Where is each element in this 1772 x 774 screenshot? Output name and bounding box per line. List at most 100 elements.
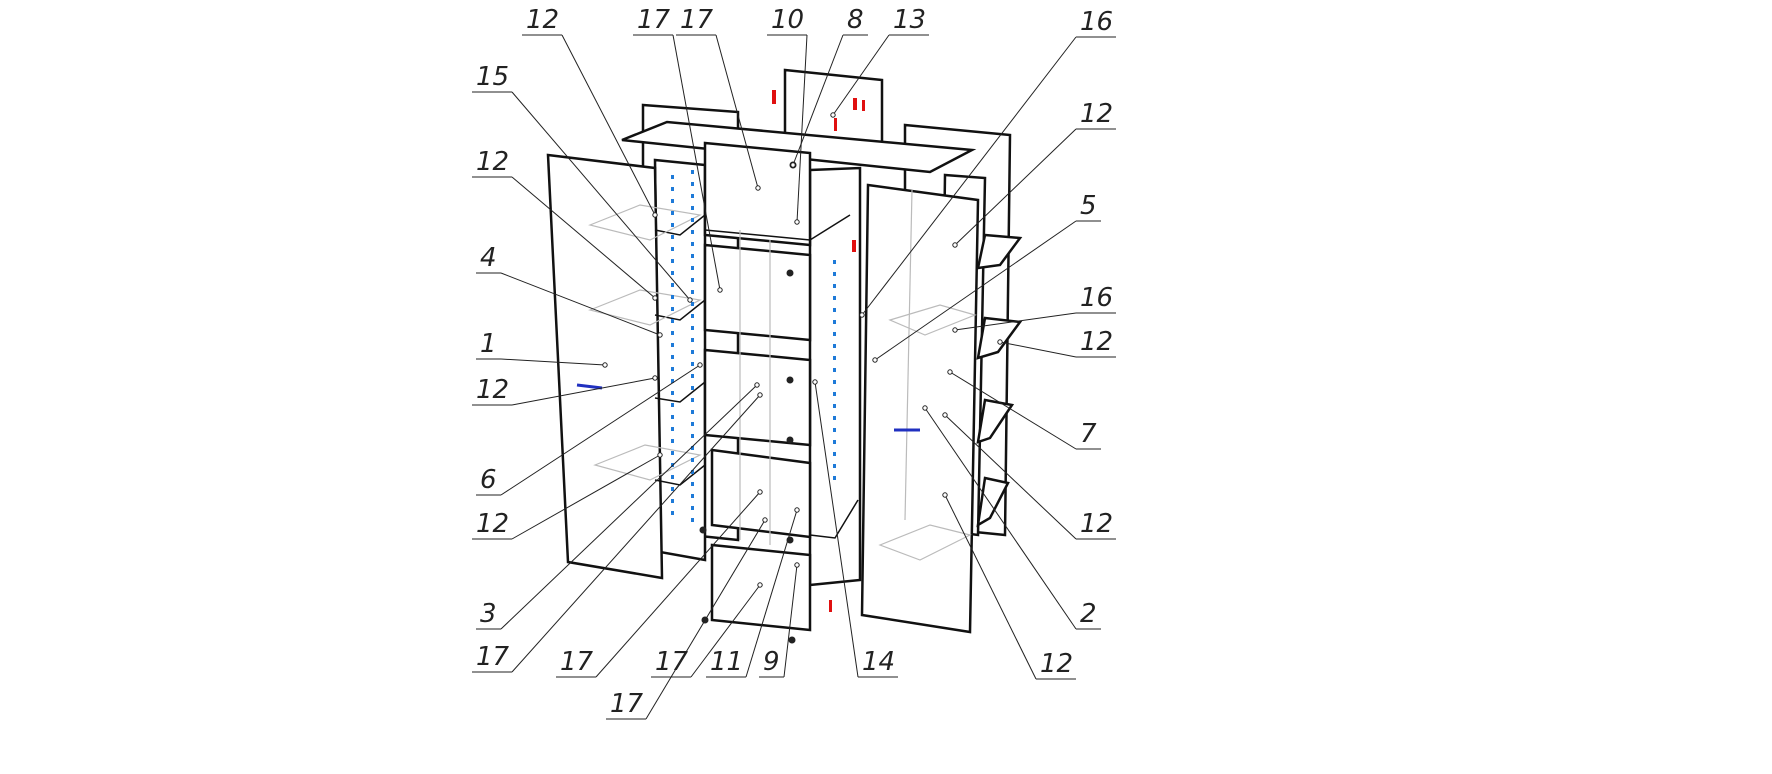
leader-line <box>672 34 721 291</box>
leader-line <box>595 491 761 678</box>
callout-17: 17 <box>556 489 763 678</box>
callout-number: 17 <box>680 5 714 35</box>
leader-line <box>796 34 808 223</box>
callout-number: 12 <box>1080 99 1113 129</box>
callout-10: 10 <box>767 5 808 225</box>
callout-number: 1 <box>480 329 497 359</box>
callout-12: 12 <box>997 327 1116 358</box>
leader-endpoint <box>602 362 608 368</box>
left-side-panel <box>653 158 707 562</box>
callout-17: 17 <box>676 5 761 191</box>
leader-line <box>954 312 1077 331</box>
callout-number: 9 <box>763 647 780 677</box>
leader-endpoint <box>697 362 703 368</box>
leader-line <box>500 358 606 366</box>
callout-number: 4 <box>480 243 497 273</box>
leader-line <box>861 36 1077 316</box>
leader-line <box>511 91 691 301</box>
callout-number: 17 <box>655 647 689 677</box>
callout-7: 7 <box>947 369 1101 450</box>
leader-line <box>783 564 798 678</box>
callout-number: 17 <box>637 5 671 35</box>
callout-number: 17 <box>610 689 644 719</box>
callout-8: 8 <box>790 5 868 168</box>
fastener-markers <box>772 90 865 612</box>
hidden-lines <box>588 189 977 561</box>
leader-endpoint <box>652 375 658 381</box>
leader-endpoint <box>687 297 693 303</box>
callout-number: 16 <box>1080 7 1113 37</box>
callout-15: 15 <box>472 62 693 303</box>
leader-line <box>944 494 1037 680</box>
shelf-right-1 <box>976 233 1023 270</box>
callout-number: 12 <box>476 509 509 539</box>
leader-line <box>792 34 844 166</box>
middle-top-door <box>703 141 812 247</box>
leader-line <box>511 454 661 540</box>
leader-line <box>500 272 661 336</box>
callout-3: 3 <box>476 382 760 630</box>
callout-number: 11 <box>710 647 743 677</box>
callout-12: 12 <box>472 375 658 406</box>
callout-12: 12 <box>942 492 1076 680</box>
leader-line <box>690 584 761 678</box>
callout-4: 4 <box>476 243 663 338</box>
shelf-right-2 <box>976 316 1023 360</box>
leader-endpoint <box>952 327 958 333</box>
callout-5: 5 <box>872 191 1101 363</box>
leader-line <box>561 34 656 216</box>
wardrobe-exploded-view <box>546 68 1023 644</box>
callout-16: 16 <box>859 7 1116 318</box>
leader-line <box>944 414 1077 540</box>
leader-endpoint <box>657 452 663 458</box>
leader-endpoint <box>947 369 953 375</box>
callout-number: 13 <box>893 5 926 35</box>
leader-endpoint <box>652 212 658 218</box>
handle-markers <box>576 383 920 432</box>
leader-line <box>500 384 758 630</box>
callout-number: 17 <box>476 642 510 672</box>
leader-endpoint <box>942 412 948 418</box>
leader-endpoint <box>755 185 761 191</box>
callout-1: 1 <box>476 329 608 368</box>
leader-line <box>874 220 1077 361</box>
callout-number: 12 <box>1040 649 1073 679</box>
leader-endpoint <box>757 489 763 495</box>
callout-number: 7 <box>1080 419 1097 449</box>
leader-endpoint <box>652 295 658 301</box>
callout-9: 9 <box>759 562 800 678</box>
callout-number: 3 <box>480 599 497 629</box>
callout-number: 8 <box>847 5 864 35</box>
leader-line <box>645 519 766 720</box>
leader-endpoint <box>830 112 836 118</box>
leader-line <box>924 407 1077 630</box>
center-partition <box>808 166 862 587</box>
callout-number: 14 <box>862 647 895 677</box>
leader-endpoint <box>757 392 763 398</box>
leader-endpoint <box>922 405 928 411</box>
callout-number: 12 <box>476 147 509 177</box>
top-panel <box>621 120 977 174</box>
callout-number: 17 <box>560 647 594 677</box>
leader-endpoint <box>859 312 865 318</box>
leader-endpoint <box>794 562 800 568</box>
leader-endpoint <box>997 339 1003 345</box>
leader-endpoint <box>717 287 723 293</box>
callout-13: 13 <box>830 5 929 118</box>
shelf-right-4 <box>976 476 1010 528</box>
leader-line <box>999 341 1077 358</box>
callout-17: 17 <box>606 517 768 720</box>
callout-number: 12 <box>476 375 509 405</box>
leader-line <box>511 377 656 406</box>
callout-number: 12 <box>526 5 559 35</box>
leader-line <box>832 34 890 116</box>
callout-number: 6 <box>480 465 497 495</box>
leader-line <box>715 34 759 189</box>
callout-12: 12 <box>472 452 663 540</box>
shelf-right-3 <box>976 398 1015 444</box>
callout-number: 10 <box>771 5 804 35</box>
leader-line <box>954 128 1077 246</box>
leader-line <box>511 176 656 299</box>
leader-line <box>949 371 1077 450</box>
